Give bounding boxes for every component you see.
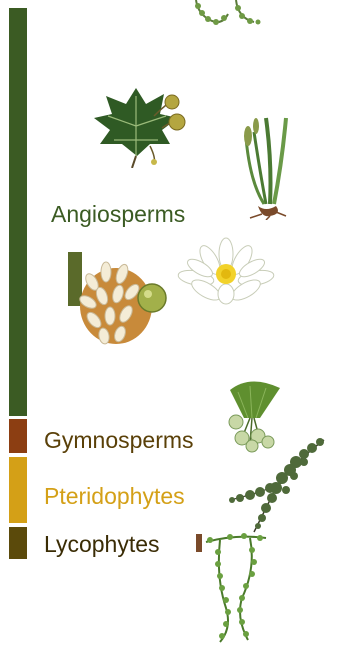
label-lycophytes: Lycophytes: [44, 533, 160, 556]
lycophyte-sprig-icon: [196, 528, 278, 646]
grass-plant-icon: [226, 112, 296, 220]
bar-lycophytes: [9, 527, 27, 559]
label-pteridophytes: Pteridophytes: [44, 485, 185, 508]
bar-gymnosperms: [9, 419, 27, 453]
water-lily-icon: [176, 236, 276, 306]
top-moss-sprig-icon: [188, 0, 268, 36]
flower-cluster-icon: [68, 252, 168, 350]
label-angiosperms: Angiosperms: [51, 203, 185, 226]
plane-leaf-icon: [92, 86, 192, 168]
bar-angiosperms: [9, 8, 27, 416]
fern-frond-icon: [224, 432, 332, 536]
bar-pteridophytes: [9, 457, 27, 523]
label-gymnosperms: Gymnosperms: [44, 429, 194, 452]
